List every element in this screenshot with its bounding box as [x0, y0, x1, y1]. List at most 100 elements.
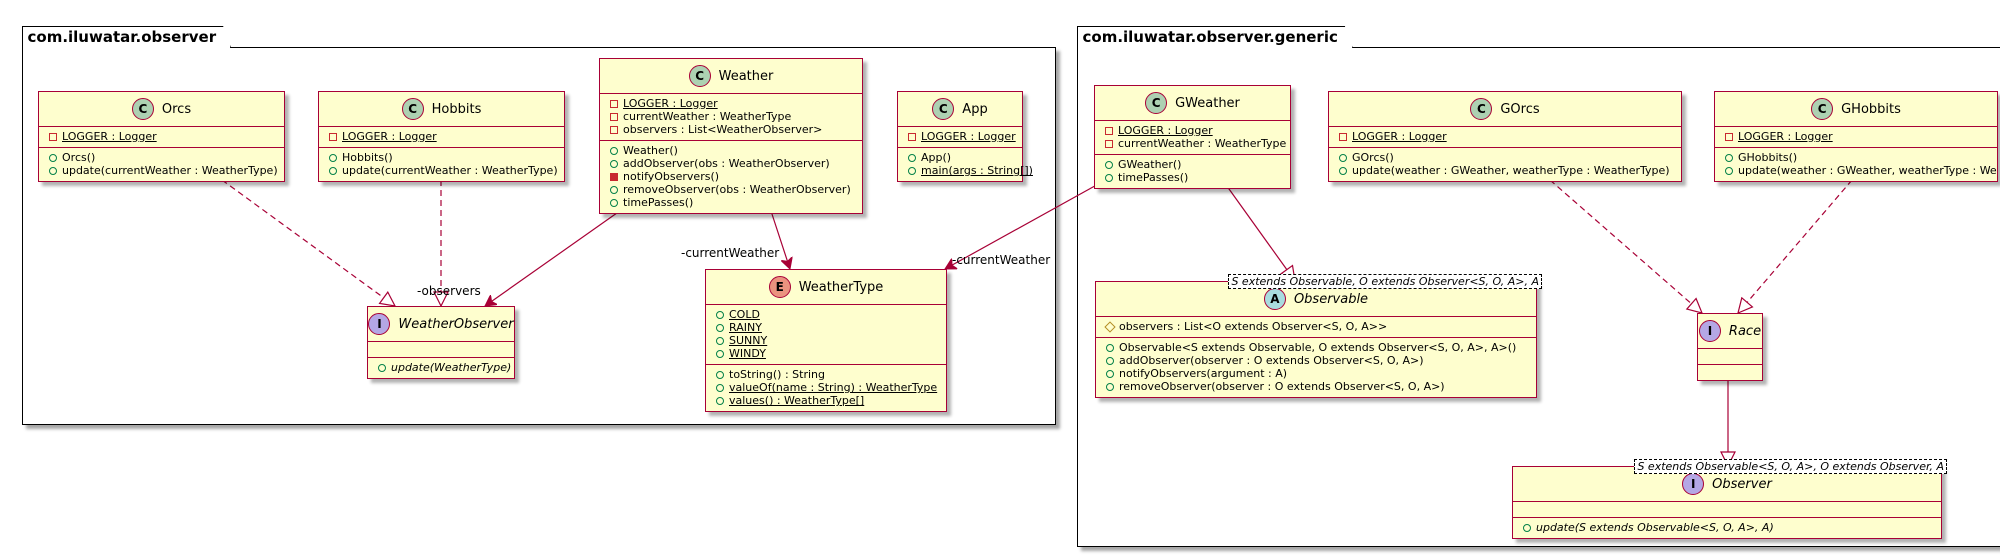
method-text: GWeather()	[1118, 158, 1182, 171]
class-name: Race	[1728, 323, 1762, 339]
fields-section: LOGGER : Logger	[1329, 127, 1681, 148]
methods-section: update(S extends Observable<S, O, A>, A)	[1513, 518, 1941, 538]
public-visibility-icon	[714, 310, 726, 319]
stereotype-i-icon: I	[1682, 473, 1705, 495]
field-text: SUNNY	[729, 334, 768, 347]
methods-section: App()main(args : String[])	[898, 148, 1033, 181]
class-name: GOrcs	[1500, 101, 1540, 117]
method-text: GOrcs()	[1352, 151, 1394, 164]
field-text: LOGGER : Logger	[1738, 130, 1833, 143]
public-visibility-icon	[1104, 369, 1116, 378]
public-visibility-icon	[1337, 166, 1349, 175]
method-text: timePasses()	[623, 196, 694, 209]
public-visibility-icon	[714, 383, 726, 392]
public-visibility-icon	[1337, 153, 1349, 162]
edge-orcs-realizes-weatherobserver	[221, 179, 395, 306]
public-visibility-icon	[1104, 382, 1116, 391]
private-visibility-icon	[608, 99, 620, 108]
method-row: Hobbits()	[327, 151, 556, 164]
private-visibility-icon	[906, 132, 918, 141]
edge-gweather-currentweather	[945, 181, 1103, 270]
class-name: WeatherType	[798, 279, 884, 295]
method-text: update(WeatherType)	[391, 361, 512, 374]
field-text: currentWeather : WeatherType	[1118, 137, 1287, 150]
public-visibility-icon	[327, 166, 339, 175]
edge-weather-currentweather	[769, 207, 790, 269]
private-visibility-icon	[608, 112, 620, 121]
method-row: App()	[906, 151, 1014, 164]
private-visibility-icon	[1723, 132, 1735, 141]
method-text: GHobbits()	[1738, 151, 1798, 164]
methods-section: Orcs()update(currentWeather : WeatherTyp…	[39, 148, 284, 181]
method-text: update(weather : GWeather, weatherType :…	[1352, 164, 1670, 177]
public-visibility-icon	[1104, 343, 1116, 352]
method-row: GOrcs()	[1337, 151, 1673, 164]
field-text: COLD	[729, 308, 760, 321]
method-text: update(currentWeather : WeatherType)	[62, 164, 278, 177]
method-text: App()	[921, 151, 952, 164]
method-text: main(args : String[])	[921, 164, 1033, 177]
method-row: notifyObservers(argument : A)	[1104, 367, 1528, 380]
method-text: toString() : String	[729, 368, 825, 381]
method-row: update(currentWeather : WeatherType)	[47, 164, 278, 177]
method-row: timePasses()	[608, 196, 854, 209]
field-text: LOGGER : Logger	[1118, 124, 1213, 137]
role-currentweather-weather: -currentWeather	[681, 246, 780, 260]
method-row: update(S extends Observable<S, O, A>, A)	[1521, 521, 1933, 534]
field-text: RAINY	[729, 321, 762, 334]
method-row: Orcs()	[47, 151, 276, 164]
method-row: removeObserver(observer : O extends Obse…	[1104, 380, 1528, 393]
field-row: observers : List<O extends Observer<S, O…	[1104, 320, 1528, 333]
stereotype-e-icon: E	[768, 276, 791, 298]
protected-visibility-icon	[1104, 320, 1116, 333]
generic-parameters: S extends Observable<S, O, A>, O extends…	[1634, 459, 1947, 474]
field-row: observers : List<WeatherObserver>	[608, 123, 854, 136]
method-row: GHobbits()	[1723, 151, 1989, 164]
method-text: Hobbits()	[342, 151, 393, 164]
class-name: Orcs	[161, 101, 192, 117]
class-header: E WeatherType	[706, 270, 946, 305]
field-row: currentWeather : WeatherType	[608, 110, 854, 123]
method-row: notifyObservers()	[608, 170, 854, 183]
method-text: notifyObservers(argument : A)	[1119, 367, 1288, 380]
public-visibility-icon	[714, 396, 726, 405]
field-row: LOGGER : Logger	[327, 130, 556, 143]
method-text: addObserver(obs : WeatherObserver)	[623, 157, 830, 170]
method-text: Orcs()	[62, 151, 96, 164]
generic-parameters: S extends Observable, O extends Observer…	[1228, 274, 1542, 289]
methods-section: GHobbits()update(weather : GWeather, wea…	[1715, 148, 1997, 181]
stereotype-c-icon: C	[932, 98, 955, 120]
class-name: GWeather	[1175, 95, 1240, 111]
public-visibility-icon	[608, 146, 620, 155]
role-observers: -observers	[417, 284, 481, 298]
public-visibility-icon	[1103, 173, 1115, 182]
field-text: LOGGER : Logger	[623, 97, 718, 110]
method-row: update(WeatherType)	[376, 361, 511, 374]
public-visibility-icon	[1103, 160, 1115, 169]
method-text: update(currentWeather : WeatherType)	[342, 164, 558, 177]
public-visibility-icon	[714, 323, 726, 332]
method-text: valueOf(name : String) : WeatherType	[729, 381, 938, 394]
field-row: LOGGER : Logger	[906, 130, 1016, 143]
